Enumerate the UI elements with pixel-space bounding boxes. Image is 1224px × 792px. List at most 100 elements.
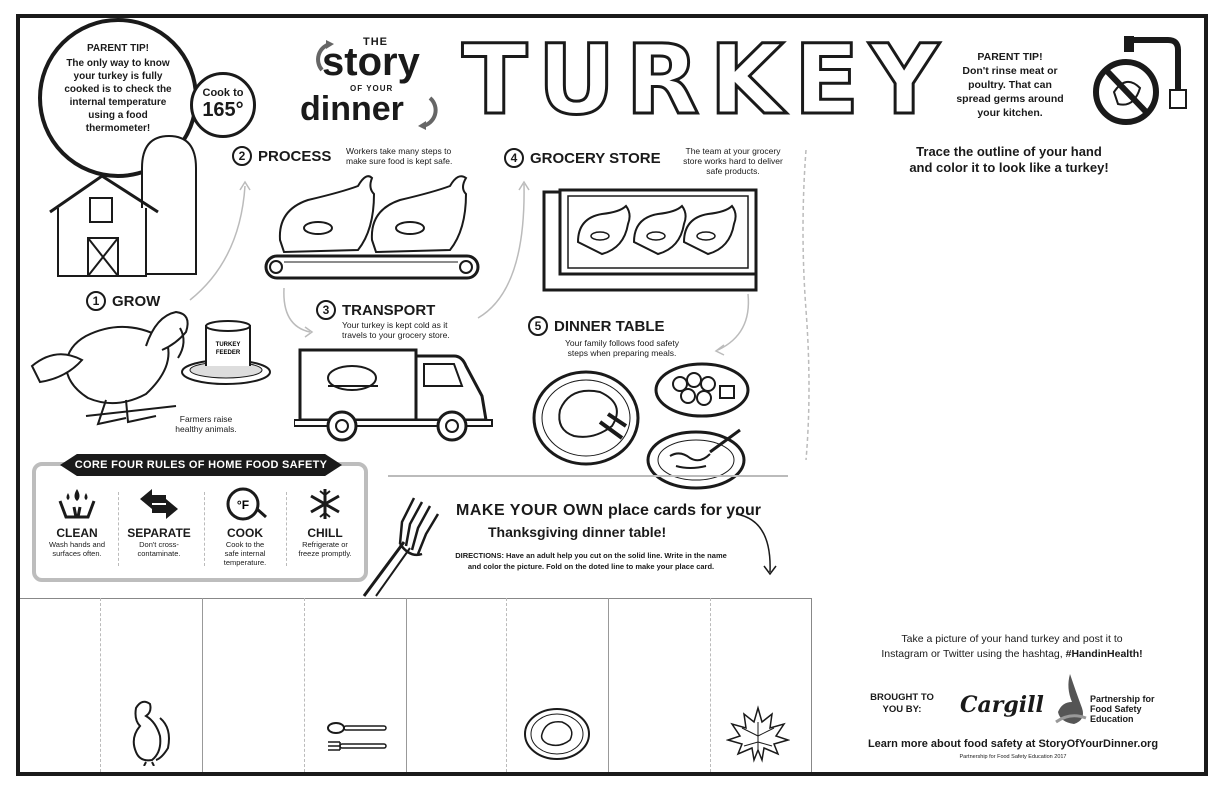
step-process-description: Workers take many steps to make sure foo…: [346, 146, 476, 166]
thermometer-unit: °F: [237, 498, 249, 512]
pfse-logo-text: Partnership for Food Safety Education: [1090, 694, 1170, 724]
cut-line: [202, 598, 203, 772]
step-desc-line: steps when preparing meals.: [567, 348, 677, 358]
trace-line-2: and color it to look like a turkey!: [909, 160, 1109, 175]
step-number: 1: [86, 291, 106, 311]
logo-of-your: OF YOUR: [350, 84, 394, 93]
step-desc-line: Farmers raise: [179, 414, 233, 424]
place-cards-subheading: Thanksgiving dinner table!: [488, 524, 667, 540]
separate-arrows-icon: [118, 486, 200, 522]
feeder-label-1: TURKEY: [216, 342, 241, 348]
parent-tip-right-heading: PARENT TIP!: [977, 51, 1043, 63]
parent-tip-left-line: The only way to know: [66, 58, 170, 69]
step-transport-heading: 3 TRANSPORT: [316, 300, 435, 320]
rule-desc: Cook to the: [225, 540, 265, 549]
core-four-title: CORE FOUR RULES OF HOME FOOD SAFETY: [60, 454, 342, 476]
cook-badge-value: 165°: [202, 99, 244, 121]
step-number: 2: [232, 146, 252, 166]
step-number: 5: [528, 316, 548, 336]
cook-badge-label: Cook to: [202, 87, 244, 99]
rule-divider: [286, 492, 287, 566]
parent-tip-left-line: internal temperature: [69, 97, 167, 108]
cut-line: [608, 598, 609, 772]
rule-desc: Wash hands and: [48, 540, 105, 549]
rule-separate: SEPARATE Don't cross- contaminate.: [118, 486, 200, 558]
directions-line-1: DIRECTIONS: Have an adult help you cut o…: [455, 551, 727, 560]
step-grocery-description: The team at your grocery store works har…: [676, 146, 790, 176]
place-card-plate-icon: [524, 708, 590, 760]
step-desc-line: store works hard to deliver: [683, 156, 783, 166]
page-frame: [16, 14, 1208, 776]
turkey-feeder-icon: TURKEY FEEDER: [30, 310, 271, 426]
parent-tip-right: PARENT TIP! Don't rinse meat or poultry.…: [950, 50, 1070, 120]
step-title: TRANSPORT: [342, 301, 436, 319]
step-desc-line: make sure food is kept safe.: [346, 156, 453, 166]
clean-hands-icon: [36, 486, 118, 522]
flow-arrows: [189, 149, 810, 460]
conveyor-turkeys-icon: [264, 175, 480, 280]
step-number: 4: [504, 148, 524, 168]
place-card-utensils-icon: [327, 722, 387, 751]
logo-the: THE: [363, 36, 388, 48]
step-desc-line: safe products.: [706, 166, 760, 176]
step-desc-line: Your turkey is kept cold as it: [342, 320, 448, 330]
place-card-leaf-icon: [726, 705, 790, 763]
place-card-turkey-icon: [132, 700, 170, 766]
section-divider: [388, 475, 788, 477]
step-grow-heading: 1 GROW: [86, 291, 160, 311]
delivery-truck-icon: [294, 348, 493, 442]
rule-desc: safe internal: [224, 549, 266, 558]
step-dinner-description: Your family follows food safety steps wh…: [552, 338, 692, 358]
brought-to-you-by: BROUGHT TO YOU BY:: [866, 692, 938, 716]
hand-turkey-instructions: Trace the outline of your hand and color…: [862, 144, 1156, 176]
step-number: 3: [316, 300, 336, 320]
parent-tip-left-heading: PARENT TIP!: [86, 43, 150, 54]
place-cards-heading-a: MAKE YOUR OWN: [456, 502, 604, 519]
step-desc-line: Your family follows food safety: [564, 338, 680, 348]
place-cards-heading-b: place cards for your: [608, 502, 761, 519]
brought-line-1: BROUGHT TO: [870, 692, 934, 703]
fold-line: [100, 598, 101, 772]
parent-tip-left-line: your turkey is fully: [73, 71, 163, 82]
rule-desc: Don't cross-: [139, 540, 179, 549]
parent-tip-left-line: cooked is to check the: [64, 84, 172, 95]
social-line-2: Instagram or Twitter using the hashtag,: [881, 648, 1063, 660]
logo-arrows-icon: [316, 40, 438, 130]
rule-desc: contaminate.: [137, 549, 181, 558]
rule-desc: temperature.: [223, 558, 267, 567]
pfse-logo-icon: [1055, 674, 1087, 724]
cook-temperature-badge: Cook to 165°: [190, 72, 256, 138]
rule-chill: CHILL Refrigerate or freeze promptly.: [284, 486, 366, 558]
step-desc-line: Workers take many steps to: [346, 146, 452, 156]
rule-divider: [118, 492, 119, 566]
learn-more-link[interactable]: Learn more about food safety at StoryOfY…: [867, 738, 1159, 750]
step-grow-description: Farmers raise healthy animals.: [166, 414, 246, 434]
turkey-title: TURKEY: [461, 24, 949, 136]
pfse-line-2: Food Safety: [1090, 704, 1142, 714]
step-process-heading: 2 PROCESS: [232, 146, 331, 166]
logo-dinner: dinner: [300, 90, 404, 128]
rule-clean: CLEAN Wash hands and surfaces often.: [36, 486, 118, 558]
parent-tip-left-line: using a food: [88, 110, 148, 121]
step-title: DINNER TABLE: [554, 317, 665, 335]
pfse-line-3: Education: [1090, 714, 1134, 724]
step-dinner-heading: 5 DINNER TABLE: [528, 316, 665, 336]
step-title: GROW: [112, 292, 161, 310]
fold-line: [304, 598, 305, 772]
step-desc-line: healthy animals.: [175, 424, 237, 434]
thermometer-icon: °F: [204, 486, 286, 522]
rule-name: CHILL: [307, 526, 343, 540]
pfse-line-1: Partnership for: [1090, 694, 1155, 704]
rule-desc: surfaces often.: [52, 549, 102, 558]
cargill-logo: Cargill: [960, 692, 1044, 718]
rule-desc: freeze promptly.: [298, 549, 352, 558]
rule-name: COOK: [227, 526, 263, 540]
rule-divider: [204, 492, 205, 566]
place-cards-area: [20, 598, 812, 772]
no-rinse-sink-icon: [1093, 36, 1187, 125]
fold-line: [506, 598, 507, 772]
logo-story: story: [322, 40, 420, 84]
feeder-label-2: FEEDER: [216, 350, 241, 356]
rule-desc: Refrigerate or: [302, 540, 348, 549]
place-cards-directions: DIRECTIONS: Have an adult help you cut o…: [430, 550, 752, 572]
